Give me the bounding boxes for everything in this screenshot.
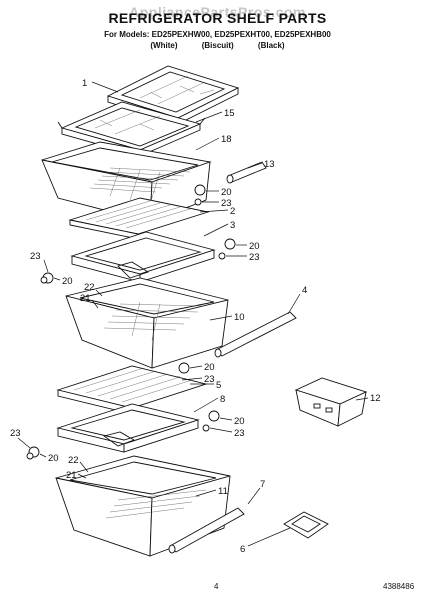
callout-7: 7 <box>260 479 265 490</box>
slide-assembly-upper-right <box>194 184 236 260</box>
slide-assembly-lower-left <box>26 446 40 460</box>
crisper-cover-glass <box>68 197 210 240</box>
callout-21b: 21 <box>66 470 77 481</box>
callout-23d: 23 <box>204 374 215 385</box>
callout-13: 13 <box>264 159 275 170</box>
callout-23b: 23 <box>249 252 260 263</box>
leader-lines <box>17 81 369 547</box>
lower-crisper-cover-glass <box>56 365 208 415</box>
callout-23f: 23 <box>10 428 21 439</box>
slide-assembly-upper-left <box>40 272 54 284</box>
lower-crisper-pan <box>55 455 231 557</box>
callout-3: 3 <box>230 220 235 231</box>
callout-22a: 22 <box>84 282 95 293</box>
callout-21a: 21 <box>80 293 91 304</box>
callout-23a: 23 <box>221 198 232 209</box>
page-number: 4 <box>214 582 219 591</box>
callout-20e: 20 <box>234 416 245 427</box>
document-code: 4388486 <box>383 582 415 591</box>
callout-20d: 20 <box>204 362 215 373</box>
slide-assembly-lower-right <box>202 410 220 432</box>
model-list: For Models: ED25PEXHW00, ED25PEXHT00, ED… <box>104 30 331 39</box>
rail-rod-4 <box>214 311 297 358</box>
callout-8: 8 <box>220 394 225 405</box>
middle-crisper-pan <box>65 277 229 369</box>
callout-23e: 23 <box>234 428 245 439</box>
utility-bin <box>294 377 368 427</box>
callout-20c: 20 <box>62 276 73 287</box>
rail-rod-7 <box>168 507 245 554</box>
callout-15: 15 <box>224 108 235 119</box>
callout-4: 4 <box>302 285 307 296</box>
callout-2: 2 <box>230 206 235 217</box>
callout-20b: 20 <box>249 241 260 252</box>
callouts: 1 15 18 13 20 23 2 3 20 23 23 20 22 21 4… <box>10 78 381 555</box>
callout-10: 10 <box>234 312 245 323</box>
callout-11: 11 <box>218 486 228 497</box>
upper-crisper-pan <box>41 141 212 223</box>
callout-23c: 23 <box>30 251 41 262</box>
watermark: AppliancePartsPros.com <box>129 4 306 20</box>
callout-12: 12 <box>370 393 381 404</box>
control-plate <box>283 511 329 539</box>
callout-18: 18 <box>221 134 232 145</box>
callout-22b: 22 <box>68 455 79 466</box>
callout-20f: 20 <box>48 453 59 464</box>
callout-6: 6 <box>240 544 245 555</box>
callout-20a: 20 <box>221 187 232 198</box>
page-title: REFRIGERATOR SHELF PARTS <box>108 10 327 26</box>
crisper-cover-frame-lower <box>56 403 200 453</box>
rail-rod-13 <box>226 161 267 184</box>
callout-1: 1 <box>82 78 87 89</box>
callout-5: 5 <box>216 380 221 391</box>
model-colors: (White) (Biscuit) (Black) <box>150 41 285 50</box>
crisper-cover-frame-upper <box>70 231 216 283</box>
